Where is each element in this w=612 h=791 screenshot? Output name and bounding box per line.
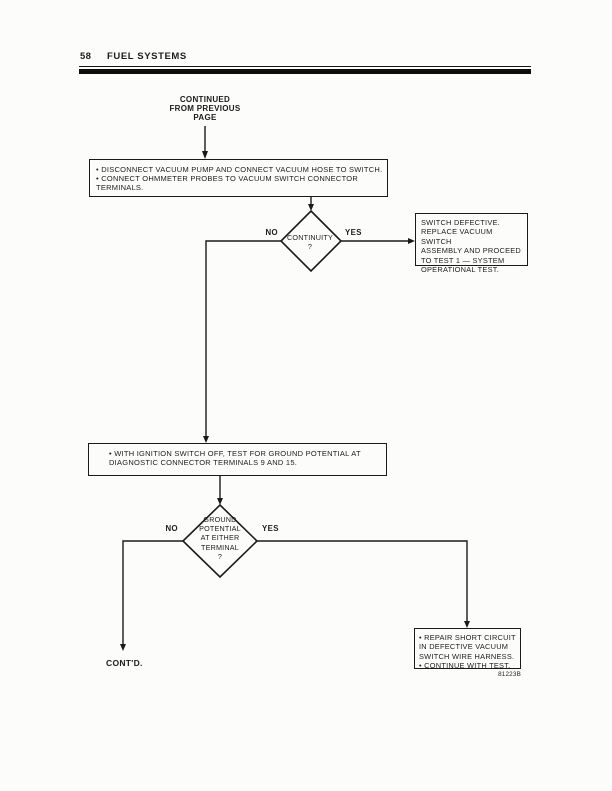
decision-ground-potential-label: GROUND POTENTIAL AT EITHER TERMINAL ? (199, 515, 241, 561)
arrowhead-contd (120, 644, 126, 651)
connector-decision2-yes (257, 540, 468, 622)
decision2-no-label: NO (165, 524, 178, 533)
arrowhead-into-result2 (464, 621, 470, 628)
connector-decision2-no (122, 540, 183, 645)
arrowhead-into-decision1 (308, 204, 314, 211)
entry-label: CONTINUED FROM PREVIOUS PAGE (169, 95, 241, 122)
action-box-ignition-switch-test: • WITH IGNITION SWITCH OFF, TEST FOR GRO… (88, 443, 387, 476)
decision-diamond-ground-potential (181, 503, 259, 579)
decision2-yes-label: YES (262, 524, 279, 533)
connector-decision1-no (205, 240, 281, 437)
decision1-no-label: NO (265, 228, 278, 237)
decision-diamond-continuity (279, 209, 343, 273)
figure-code: 81223B (498, 671, 521, 678)
arrowhead-into-decision2 (217, 498, 223, 505)
header-rule-thin (79, 66, 531, 68)
page-title: FUEL SYSTEMS (107, 51, 187, 62)
action-box-disconnect-vacuum-pump: • DISCONNECT VACUUM PUMP AND CONNECT VAC… (89, 159, 388, 197)
result-box-repair-short-circuit: • REPAIR SHORT CIRCUIT IN DEFECTIVE VACU… (414, 628, 521, 670)
arrowhead-into-step1 (202, 151, 208, 159)
contd-label: CONT'D. (106, 658, 143, 668)
result-box-switch-defective: SWITCH DEFECTIVE. REPLACE VACUUM SWITCH … (415, 213, 528, 274)
arrowhead-into-step2 (203, 436, 209, 443)
decision1-yes-label: YES (345, 228, 362, 237)
page-number: 58 (80, 51, 92, 62)
arrowhead-into-result1 (408, 238, 415, 244)
header-rule-thick (79, 69, 531, 74)
decision-continuity-label: CONTINUITY ? (287, 233, 333, 251)
